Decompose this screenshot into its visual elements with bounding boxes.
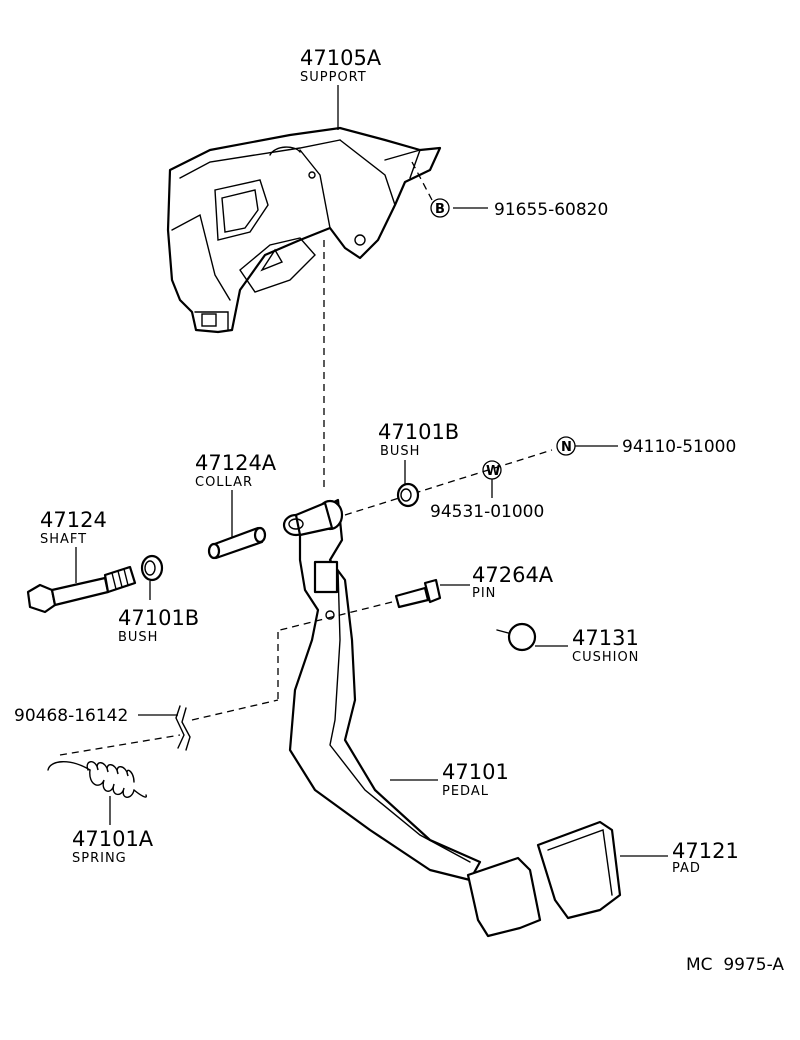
- part-name-pin: PIN: [472, 586, 496, 601]
- label-support: 47105A SUPPORT: [300, 46, 382, 130]
- label-bush-upper: 47101B BUSH: [378, 420, 459, 484]
- part-name-pedal: PEDAL: [442, 784, 489, 799]
- collar-part[interactable]: [207, 526, 267, 560]
- symbol-bolt-b: B: [435, 202, 445, 217]
- clip-part[interactable]: [175, 705, 191, 751]
- part-name-bush-lower: BUSH: [118, 630, 158, 645]
- label-collar: 47124A COLLAR: [195, 451, 277, 538]
- part-code-clip: 90468-16142: [14, 706, 128, 726]
- part-number-bush-lower: 47101B: [118, 606, 199, 630]
- part-number-collar: 47124A: [195, 451, 277, 475]
- label-pad: 47121 PAD: [620, 839, 739, 876]
- part-name-bush-upper: BUSH: [380, 444, 420, 459]
- part-name-pad: PAD: [672, 861, 701, 876]
- guide-line-pin: [279, 601, 393, 631]
- part-number-shaft: 47124: [40, 508, 107, 532]
- part-number-pin: 47264A: [472, 563, 554, 587]
- guide-line-clip: [191, 699, 279, 721]
- part-code-bolt-b: 91655-60820: [494, 200, 608, 220]
- label-pedal: 47101 PEDAL: [390, 760, 509, 799]
- part-name-spring: SPRING: [72, 851, 127, 866]
- part-name-cushion: CUSHION: [572, 650, 639, 665]
- diagram-reference: MC 9975-A: [686, 955, 784, 975]
- part-number-pad: 47121: [672, 839, 739, 863]
- label-shaft: 47124 SHAFT: [40, 508, 107, 583]
- label-bush-lower: 47101B BUSH: [118, 581, 199, 645]
- cushion-part[interactable]: [496, 622, 537, 652]
- pin-part[interactable]: [394, 578, 442, 609]
- part-code-nut-n: 94110-51000: [622, 437, 736, 457]
- pad-part[interactable]: [536, 820, 622, 920]
- symbol-washer-w: W: [486, 464, 500, 479]
- pedal-arm[interactable]: [288, 498, 482, 882]
- support-bracket[interactable]: [166, 126, 442, 334]
- part-number-cushion: 47131: [572, 626, 639, 650]
- part-name-shaft: SHAFT: [40, 532, 87, 547]
- symbol-nut-n: N: [561, 440, 572, 455]
- label-clip: 90468-16142: [14, 706, 178, 726]
- part-name-support: SUPPORT: [300, 70, 367, 85]
- label-cushion: 47131 CUSHION: [535, 626, 639, 665]
- label-nut-n: N 94110-51000: [556, 436, 736, 457]
- spring-part[interactable]: [47, 761, 148, 798]
- part-number-support: 47105A: [300, 46, 382, 70]
- label-pin: 47264A PIN: [440, 563, 554, 601]
- guide-line-axis: [344, 449, 553, 516]
- part-name-collar: COLLAR: [195, 475, 253, 490]
- part-number-pedal: 47101: [442, 760, 509, 784]
- shaft-part[interactable]: [26, 565, 137, 614]
- pedal-boss: [282, 499, 344, 537]
- pedal-pad-attached: [466, 856, 542, 938]
- part-number-spring: 47101A: [72, 827, 154, 851]
- bush-upper-part[interactable]: [396, 482, 420, 508]
- guide-line-spring: [59, 734, 181, 756]
- label-spring: 47101A SPRING: [72, 796, 154, 866]
- part-code-washer-w: 94531-01000: [430, 502, 544, 522]
- label-bolt-b: B 91655-60820: [430, 198, 608, 220]
- bush-lower-part[interactable]: [140, 554, 164, 582]
- label-washer-w: W 94531-01000: [430, 460, 544, 522]
- part-number-bush-upper: 47101B: [378, 420, 459, 444]
